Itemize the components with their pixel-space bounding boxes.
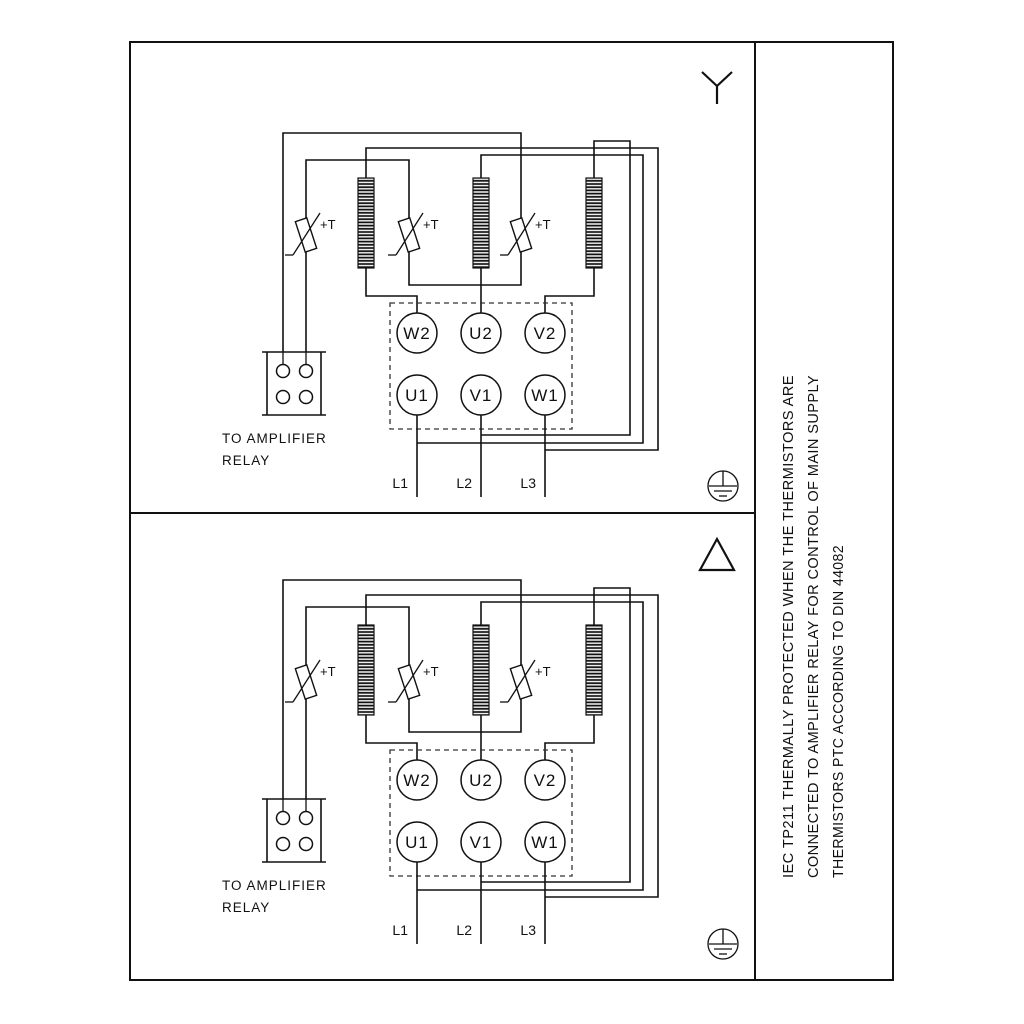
panel-delta: +T +T +T W2 U2 V2 U1 V1 W1 L1 L2 L3: [222, 536, 739, 960]
wire: [544, 268, 595, 313]
thermistor-label: +T: [535, 217, 551, 232]
terminal-label: W2: [403, 771, 431, 790]
mains-label: L2: [456, 922, 472, 938]
thermistor-symbol: [285, 212, 321, 256]
terminal-label: V1: [470, 386, 493, 405]
wire: [481, 587, 631, 883]
thermistor-label: +T: [320, 217, 336, 232]
thermistor-symbol: [388, 212, 424, 256]
wire: [365, 147, 659, 451]
thermistor-label: +T: [535, 664, 551, 679]
terminal-label: U2: [469, 324, 493, 343]
star-icon: [701, 71, 733, 104]
relay-contact: [275, 363, 291, 379]
terminal-V2: [524, 312, 566, 354]
wire: [408, 251, 522, 286]
wire: [544, 715, 595, 760]
terminal-U2: [460, 312, 502, 354]
wire: [417, 154, 644, 444]
panel-star: +T +T +T W2 U2 V2 U1 V1 W1 L1 L2 L3: [222, 71, 739, 502]
thermistor-symbol: [500, 659, 536, 703]
wire: [417, 601, 644, 891]
mains-label: L3: [520, 475, 536, 491]
thermistor-symbol: [500, 212, 536, 256]
wire: [282, 132, 522, 352]
relay-caption-line2: RELAY: [222, 453, 270, 468]
wire: [282, 579, 522, 799]
motor-winding: [585, 624, 603, 716]
amplifier-relay-block: [262, 351, 326, 416]
motor-winding: [357, 177, 375, 269]
wire: [481, 140, 631, 436]
relay-caption-line1: TO AMPLIFIER: [222, 431, 327, 446]
terminal-label: W2: [403, 324, 431, 343]
thermistor-label: +T: [320, 664, 336, 679]
relay-contact: [298, 389, 314, 405]
earth-ground-icon: [707, 928, 739, 960]
relay-contact: [298, 810, 314, 826]
side-note-line3: THERMISTORS PTC ACCORDING TO DIN 44082: [830, 545, 847, 878]
relay-contact: [275, 389, 291, 405]
mains-label: L2: [456, 475, 472, 491]
terminal-label: W1: [531, 386, 559, 405]
terminal-W2: [396, 759, 438, 801]
motor-winding: [472, 177, 490, 269]
mains-label: L3: [520, 922, 536, 938]
terminal-W2: [396, 312, 438, 354]
wire: [365, 268, 418, 313]
thermistor-label: +T: [423, 664, 439, 679]
delta-icon: [698, 536, 736, 572]
wire: [408, 698, 522, 733]
terminal-U2: [460, 759, 502, 801]
mains-label: L1: [392, 922, 408, 938]
relay-caption-line1: TO AMPLIFIER: [222, 878, 327, 893]
thermistor-symbol: [388, 659, 424, 703]
side-note-line1: IEC TP211 THERMALLY PROTECTED WHEN THE T…: [780, 375, 797, 878]
motor-winding: [585, 177, 603, 269]
thermistor-symbol: [285, 659, 321, 703]
relay-contact: [298, 836, 314, 852]
motor-winding: [472, 624, 490, 716]
wire: [365, 594, 659, 898]
earth-ground-icon: [707, 470, 739, 502]
terminal-label: V2: [534, 771, 557, 790]
thermistor-label: +T: [423, 217, 439, 232]
wire: [365, 715, 418, 760]
terminal-label: V2: [534, 324, 557, 343]
wire: [305, 606, 410, 666]
amplifier-relay-block: [262, 798, 326, 863]
mains-label: L1: [392, 475, 408, 491]
relay-caption-line2: RELAY: [222, 900, 270, 915]
terminal-label: V1: [470, 833, 493, 852]
terminal-label: U2: [469, 771, 493, 790]
diagram-frame: [129, 41, 894, 981]
wire: [305, 159, 410, 219]
terminal-label: U1: [405, 386, 429, 405]
relay-contact: [275, 836, 291, 852]
side-note-line2: CONNECTED TO AMPLIFIER RELAY FOR CONTROL…: [805, 375, 822, 878]
relay-contact: [298, 363, 314, 379]
terminal-label: U1: [405, 833, 429, 852]
terminal-label: W1: [531, 833, 559, 852]
terminal-V2: [524, 759, 566, 801]
motor-winding: [357, 624, 375, 716]
side-note: IEC TP211 THERMALLY PROTECTED WHEN THE T…: [780, 375, 847, 878]
relay-contact: [275, 810, 291, 826]
